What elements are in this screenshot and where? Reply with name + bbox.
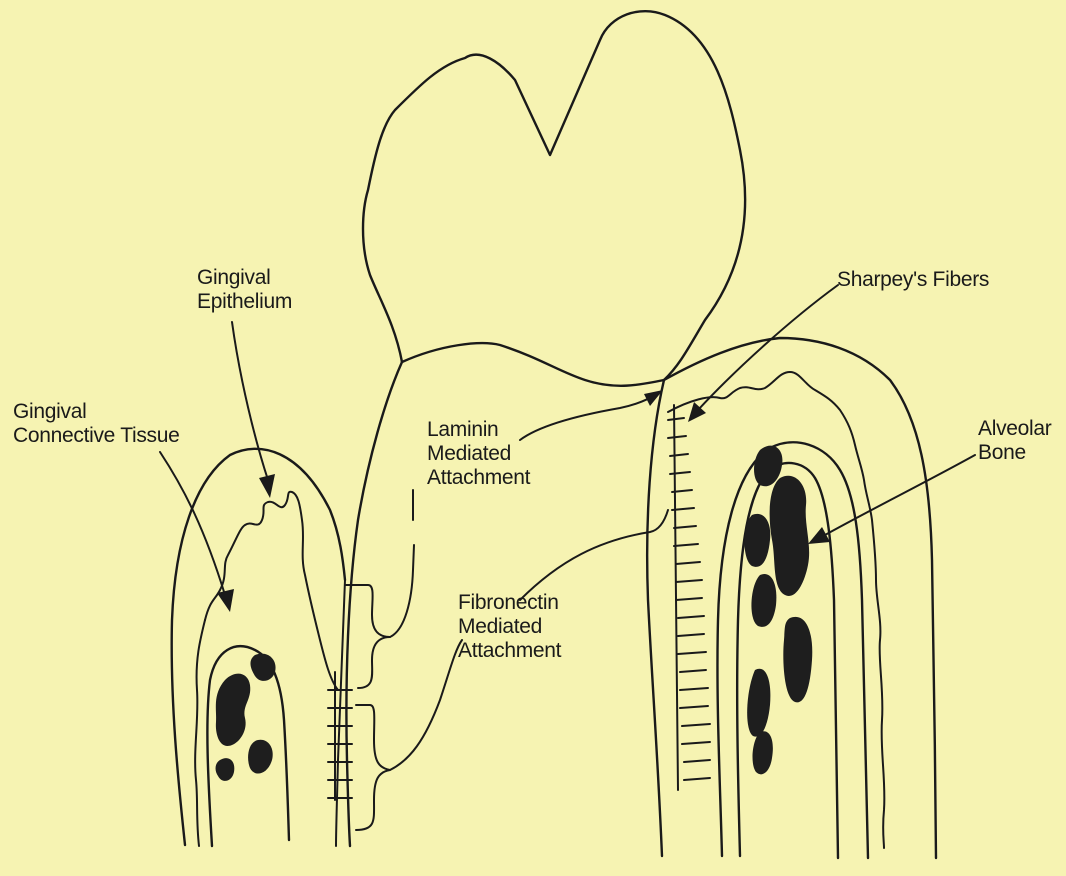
- right-bone-blob: [770, 476, 810, 596]
- right-gingiva-outline: [664, 338, 936, 858]
- cemento-enamel-junction: [402, 343, 664, 386]
- arrow-gingival-epithelium: [232, 322, 268, 480]
- laminin-bracket: [345, 585, 390, 688]
- left-connective-wavy: [195, 620, 205, 846]
- tooth-root-right: [647, 380, 664, 856]
- laminin-right-leader: [520, 392, 660, 440]
- right-bone-blob: [751, 574, 776, 627]
- left-bone-blob: [250, 654, 275, 681]
- left-sulcus-line: [336, 580, 345, 846]
- fibronectin-branch: [520, 510, 668, 600]
- arrowhead: [259, 474, 275, 498]
- laminin-leader: [390, 545, 414, 637]
- arrowhead: [808, 527, 830, 544]
- fibronectin-leader: [390, 640, 462, 770]
- left-gingiva-outline: [172, 449, 345, 845]
- left-bone-blob: [216, 674, 250, 746]
- left-bone-blob: [248, 740, 273, 774]
- right-bone-blob: [753, 731, 773, 774]
- sharpeys-fibers-marks: [668, 405, 710, 790]
- arrow-gingival-connective-tissue: [160, 452, 225, 595]
- left-alveolar-bone: [207, 646, 289, 846]
- right-bone-blob: [745, 514, 771, 567]
- left-bone-blob: [216, 758, 235, 781]
- arrow-alveolar-bone: [825, 455, 975, 535]
- right-bone-blob: [783, 617, 812, 703]
- right-epithelium-boundary: [668, 372, 884, 848]
- arrowhead: [217, 589, 234, 612]
- tooth-crown: [363, 11, 745, 380]
- right-bone-blob: [747, 669, 770, 737]
- fibronectin-bracket: [356, 705, 390, 830]
- tooth-root-left: [346, 362, 402, 846]
